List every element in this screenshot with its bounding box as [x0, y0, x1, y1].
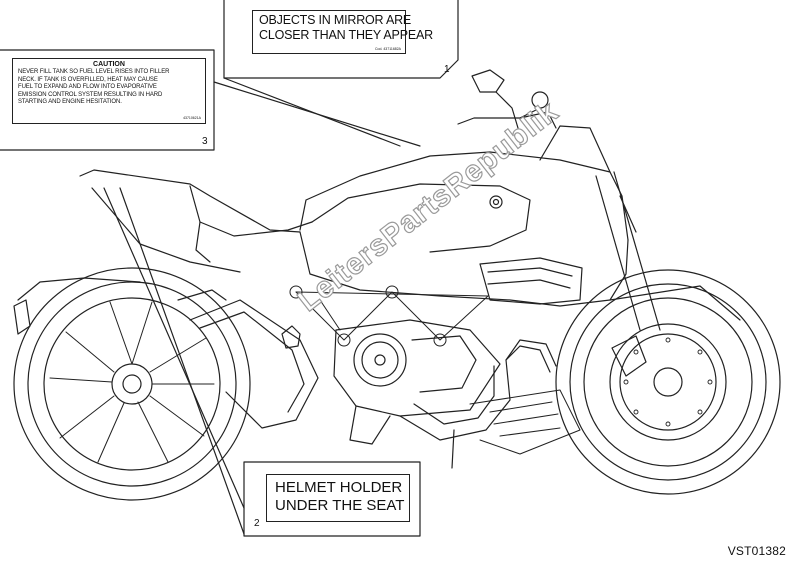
label-3-line-2: NECK. IF TANK IS OVERFILLED, HEAT MAY CA… [18, 76, 158, 83]
label-3-code: 43710621A [183, 116, 201, 120]
handlebar-and-mirror [457, 69, 557, 129]
callout-number-2: 2 [254, 518, 260, 529]
label-3-line-4: EMISSION CONTROL SYSTEM RESULTING IN HAR… [18, 91, 163, 98]
label-fuel-caution: CAUTION NEVER FILL TANK SO FUEL LEVEL RI… [12, 58, 206, 124]
callout-number-3: 3 [202, 136, 208, 147]
label-3-line-1: NEVER FILL TANK SO FUEL LEVEL RISES INTO… [18, 69, 170, 75]
label-1-code: Cod. 43711682A [374, 47, 401, 51]
tail-and-seat [79, 169, 313, 273]
exhaust [177, 289, 557, 441]
trellis-frame [289, 285, 489, 347]
reference-code: VST01382 [727, 544, 786, 558]
front-fork [595, 171, 661, 331]
label-mirror-warning: OBJECTS IN MIRROR ARE CLOSER THAN THEY A… [252, 10, 433, 54]
tank-and-bodywork [299, 125, 629, 307]
belly-pan [469, 389, 581, 455]
label-2-line-1: HELMET HOLDER [275, 479, 403, 496]
callout-number-1: 1 [444, 64, 450, 75]
callout-frame-3 [0, 49, 421, 151]
side-stand [451, 429, 455, 469]
label-1-line-1: OBJECTS IN MIRROR ARE [259, 13, 412, 27]
label-2-line-2: UNDER THE SEAT [275, 497, 405, 514]
callout-frame-2 [103, 187, 421, 537]
rear-wheel [13, 267, 251, 501]
front-wheel [555, 269, 781, 495]
engine [281, 319, 501, 445]
rear-fender [13, 277, 141, 335]
label-3-heading: CAUTION [93, 61, 125, 68]
label-1-line-2: CLOSER THAN THEY APPEAR [259, 28, 433, 42]
label-3-line-5: STARTING AND ENGINE HESITATION. [18, 99, 122, 105]
label-helmet-holder: HELMET HOLDER UNDER THE SEAT [266, 474, 410, 522]
label-3-line-3: FUEL TO EXPAND AND FLOW INTO EVAPORATIVE [18, 84, 157, 90]
